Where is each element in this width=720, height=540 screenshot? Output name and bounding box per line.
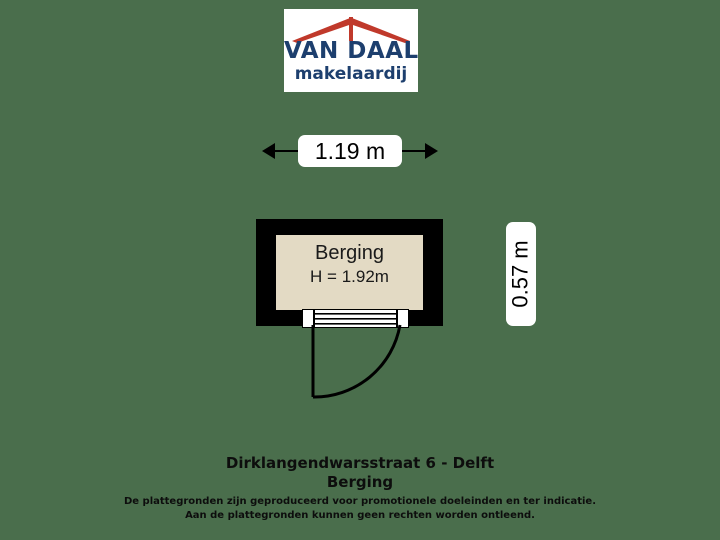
depth-dimension: 0.57 m [506,222,536,326]
door [296,306,416,406]
depth-dimension-label-box: 0.57 m [506,222,536,326]
door-sill-icon [302,309,409,328]
room-label-group: Berging H = 1.92m [276,241,423,288]
van-daal-logo: VAN DAAL makelaardij [284,9,418,92]
door-swing-arc-icon [311,324,402,399]
width-dimension-label: 1.19 m [298,135,402,167]
room-floor [276,235,423,310]
footer-disclaimer-line2: Aan de plattegronden kunnen geen rechten… [185,510,535,521]
footer-address-text: Dirklangendwarsstraat 6 - Delft [225,454,495,472]
arrow-right-icon [425,143,438,159]
footer-disclaimer-line1: De plattegronden zijn geproduceerd voor … [123,496,597,507]
room-height-text: H = 1.92m [310,267,389,286]
logo-inner: VAN DAAL makelaardij [284,9,418,92]
logo-name-text: VAN DAAL [284,38,419,64]
logo-subtitle-text: makelaardij [294,64,408,84]
roof-icon [292,17,410,43]
arrow-left-icon [262,143,275,159]
width-dimension: 1.19 m [262,135,438,167]
footer-room-text: Berging [326,473,394,491]
room-name-text: Berging [315,242,384,264]
depth-dimension-label: 0.57 m [508,240,534,308]
footer: Dirklangendwarsstraat 6 - Delft Berging … [0,454,720,523]
